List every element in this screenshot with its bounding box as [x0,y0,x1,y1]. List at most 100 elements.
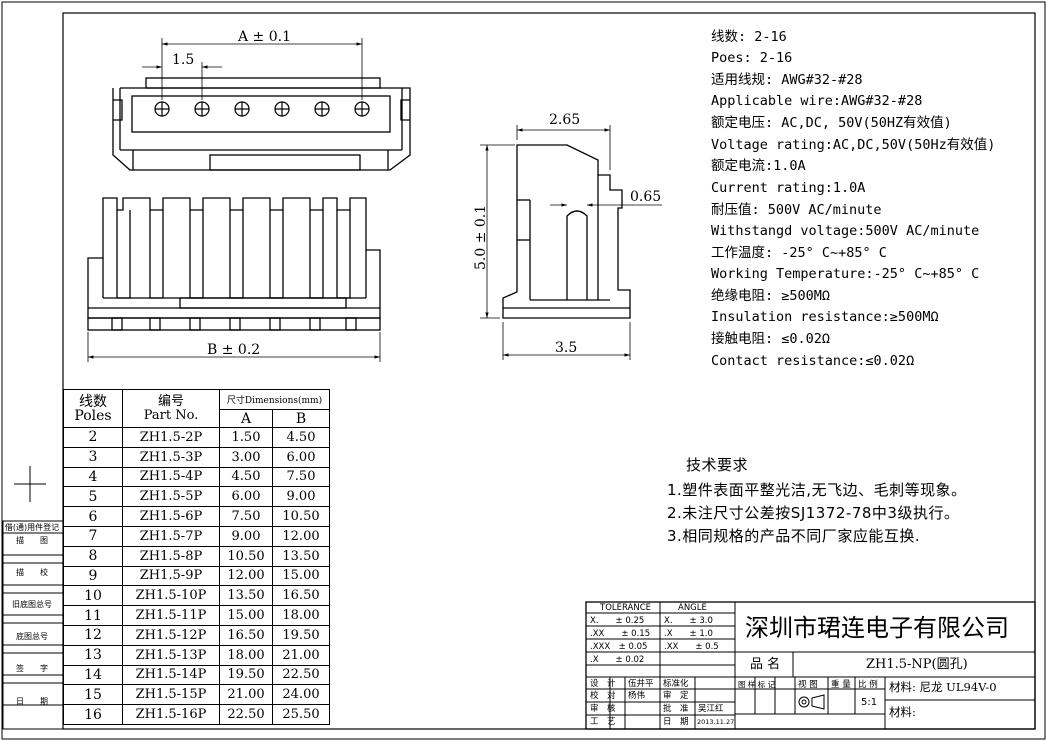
dim-a-cell: 13.50 [219,585,273,607]
spec-line: Insulation resistance:≥500MΩ [711,309,939,325]
part-number-cell: ZH1.5-13P [122,644,220,666]
dim-a-cell: 3.00 [219,446,273,468]
side-label: 签 字 [16,664,48,673]
requirement-item: 1.塑件表面平整光洁,无飞边、毛刺等现象。 [667,481,967,499]
header-poles-cn: 线数 [79,393,107,410]
review-label: 审 核 [590,704,616,714]
check-label: 校 对 [590,691,616,701]
dim-slot-label: 0.65 [630,189,662,205]
spec-line: Contact resistance:≤0.02Ω [711,353,915,369]
part-number-cell: ZH1.5-8P [122,545,220,567]
requirement-item: 3.相同规格的产品不同厂家应能互换. [667,527,921,545]
part-number-cell: ZH1.5-5P [122,486,220,508]
header-poles: 线数 Poles [63,389,123,428]
dim-a-cell: 4.50 [219,466,273,488]
dim-a-cell: 10.50 [219,545,273,567]
product-name-label: 品 名 [750,657,781,672]
design-name: 伍井平 [628,679,654,689]
poles-cell: 2 [63,427,123,448]
header-a: A [219,409,273,428]
requirements-title: 技术要求 [686,456,749,474]
poles-cell: 9 [63,565,123,587]
side-label: 描 图 [16,536,48,545]
requirement-item: 2.未注尺寸公差按SJ1372-78中3级执行。 [667,504,960,522]
spec-line: Withstangd voltage:500V AC/minute [711,223,980,239]
side-label: 旧底图总号 [12,600,52,609]
poles-cell: 7 [63,525,123,547]
tolerance-value: .X ± 0.02 [590,655,645,665]
check-name: 杨伟 [628,691,646,701]
dim-a-cell: 16.50 [219,624,273,646]
audit-label: 审 定 [663,691,689,701]
spec-line: 额定电压: AC,DC, 50V(50HZ有效值) [711,115,952,131]
angle-value: X. ± 3.0 [664,616,713,626]
tolerance-value: .XX ± 0.15 [590,629,651,639]
view-label: 视 图 [798,680,818,690]
side-label: 底图总号 [16,632,48,641]
side-view-dims [480,125,662,360]
weight-label: 重 量 [831,680,851,690]
header-part-cn: 编号 [157,393,184,409]
dim-b-cell: 24.00 [272,684,330,706]
scale-label: 比 例 [858,680,878,690]
side-view [502,144,631,319]
poles-cell: 11 [63,605,123,626]
part-number-cell: ZH1.5-2P [122,427,220,448]
dim-b-cell: 16.50 [272,585,330,607]
spec-line: 适用线规: AWG#32-#28 [711,72,863,88]
dim-a-cell: 12.00 [219,565,273,587]
tolerance-value: .XXX ± 0.05 [590,642,648,652]
dim-b-label: B ± 0.2 [207,342,261,358]
dim-b-cell: 25.50 [272,704,330,725]
dim-a-label: A ± 0.1 [238,29,292,45]
part-number-cell: ZH1.5-9P [122,565,220,587]
header-poles-en: Poles [74,407,112,424]
company-name: 深圳市珺连电子有限公司 [745,614,1009,642]
tolerance-value: X. ± 0.25 [590,616,645,626]
projection-symbol [798,694,825,710]
product-name: ZH1.5-NP(圆孔) [866,657,968,672]
poles-cell: 12 [63,624,123,646]
side-label: 借(通)用件登记 [4,523,60,532]
part-number-cell: ZH1.5-16P [122,704,220,725]
angle-value: .XX ± 0.5 [664,642,719,652]
dim-b-cell: 10.50 [272,506,330,527]
inner-border [62,12,1036,730]
dim-a-cell: 18.00 [219,644,273,666]
header-dimensions: 尺寸Dimensions(mm) [219,389,330,410]
part-number-cell: ZH1.5-4P [122,466,220,488]
part-number-cell: ZH1.5-3P [122,446,220,468]
poles-cell: 5 [63,486,123,508]
dim-b-cell: 15.00 [272,565,330,587]
standard-label: 标准化 [663,679,689,689]
dim-a-cell: 22.50 [219,704,273,725]
dim-b-cell: 9.00 [272,486,330,508]
spec-line: 绝缘电阻: ≥500MΩ [711,288,831,304]
dim-b-cell: 6.00 [272,446,330,468]
material-line-1: 材料: 尼龙 UL94V-0 [889,680,997,694]
poles-cell: 10 [63,585,123,607]
dim-a-cell: 7.50 [219,506,273,527]
spec-line: 工作温度: -25° C~+85° C [711,245,887,261]
header-part: 编号 Part No. [122,389,220,428]
side-label: 日 期 [16,697,48,706]
part-number-cell: ZH1.5-6P [122,506,220,527]
front-view [87,197,381,331]
poles-cell: 3 [63,446,123,468]
angle-value: .X ± 1.0 [664,629,713,639]
